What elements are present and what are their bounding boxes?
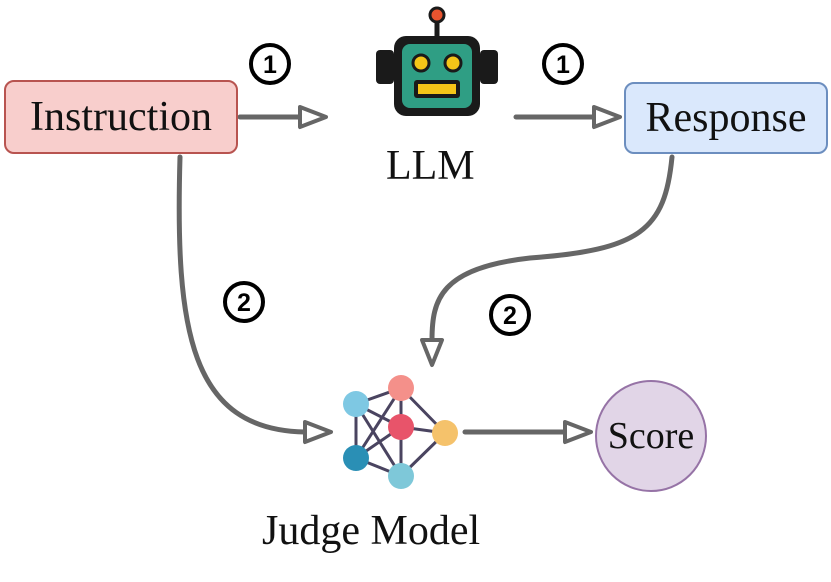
svg-text:2: 2 [237,289,251,317]
arrowhead-llm [298,105,328,129]
svg-text:1: 1 [556,51,570,79]
arrow-response-to-judge [429,154,675,343]
score-node: Score [595,380,707,492]
instruction-label: Instruction [30,94,212,140]
neural-network-icon [343,375,458,489]
arrow-instruction-to-judge [176,154,308,435]
robot-icon [376,6,498,116]
arrowhead-judge-top [420,338,444,367]
step-badge-1b: 1 [542,43,584,85]
step-badge-2a: 2 [223,281,265,323]
score-label: Score [607,415,695,457]
response-label: Response [645,95,807,141]
step-badge-2b: 2 [489,294,531,336]
svg-text:1: 1 [263,51,277,79]
arrowhead-response [592,105,622,129]
step-badge-1a: 1 [249,43,291,85]
judge-model-label: Judge Model [262,508,481,554]
instruction-node: Instruction [4,80,238,154]
llm-label: LLM [386,143,475,189]
response-node: Response [624,82,828,154]
arrowhead-judge-left [303,420,333,444]
arrowhead-score [563,420,593,444]
svg-text:2: 2 [503,302,517,330]
